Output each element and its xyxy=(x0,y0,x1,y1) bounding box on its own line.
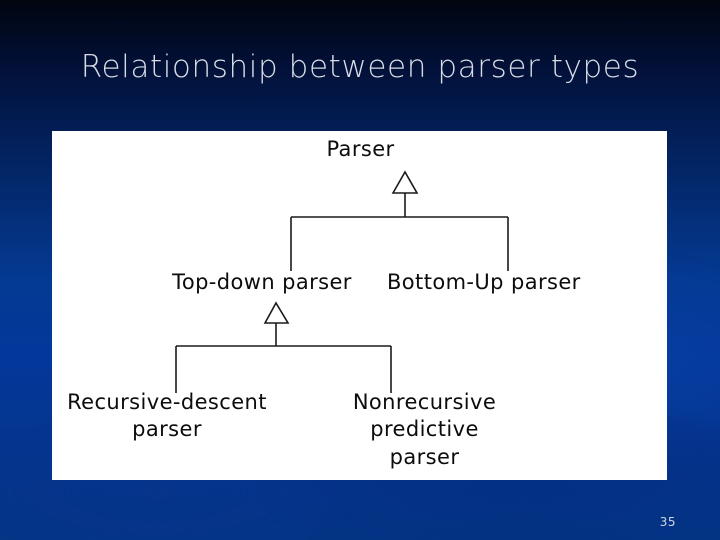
diagram-node-nonrecursive-predictive-parser[interactable]: Nonrecursive predictive parser xyxy=(352,390,497,469)
diagram-node-top-down-parser[interactable]: Top-down parser xyxy=(172,270,352,294)
page-title: Relationship between parser types xyxy=(80,49,640,85)
diagram-canvas: Parser Top-down parser Bottom-Up parser … xyxy=(52,131,667,480)
diagram-node-recursive-descent-parser[interactable]: Recursive-descent parser xyxy=(67,390,267,442)
diagram-node-bottom-up-parser[interactable]: Bottom-Up parser xyxy=(387,270,581,294)
page-number: 35 xyxy=(659,515,676,529)
generalization-triangle-icon xyxy=(391,170,419,194)
generalization-triangle-icon xyxy=(263,301,290,324)
diagram-node-parser[interactable]: Parser xyxy=(326,137,395,161)
diagram-connectors xyxy=(175,170,509,393)
